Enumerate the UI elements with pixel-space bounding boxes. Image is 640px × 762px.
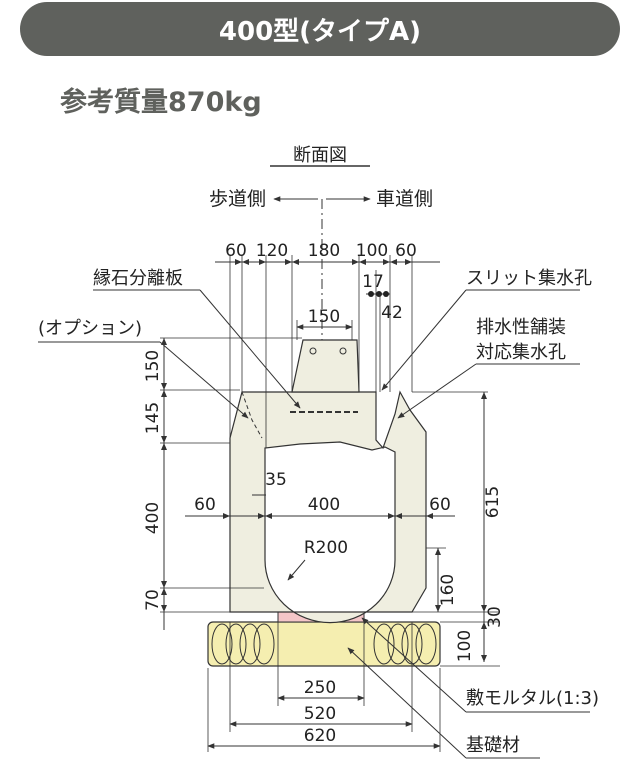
dim-250: 250	[304, 678, 336, 698]
arrow-615-bottom	[481, 605, 487, 612]
dim-top-100: 100	[356, 241, 388, 261]
sidewalk-label: 歩道側	[209, 188, 266, 210]
dim-35: 35	[265, 470, 287, 490]
dim-top-180: 180	[308, 241, 340, 261]
dim-top-60-right: 60	[395, 241, 417, 261]
section-title: 断面図	[293, 145, 347, 166]
drain-leader	[397, 363, 477, 419]
arrow-160-top	[435, 548, 441, 555]
optional-leader	[159, 341, 249, 419]
arrow-160-bottom	[435, 605, 441, 612]
left-dim-arrows	[161, 338, 167, 612]
dim-150-width: 150	[308, 307, 340, 327]
dim-v-70: 70	[143, 589, 163, 611]
base-leader	[347, 647, 467, 759]
dim-17: 17	[362, 272, 384, 292]
dim-620: 620	[304, 726, 336, 746]
label-drain-1: 排水性舗装	[476, 317, 566, 338]
dim-top-120: 120	[256, 241, 288, 261]
optional-chamfer	[241, 391, 263, 439]
mid-dim-arrows	[223, 513, 433, 519]
dim-h-400: 400	[308, 495, 340, 515]
extension-lines	[160, 255, 500, 752]
curb-hole-left	[309, 347, 317, 355]
roadway-label: 車道側	[376, 188, 433, 210]
slit-dot-3	[383, 291, 389, 297]
top-dim-arrows	[235, 259, 412, 265]
page-title: 400型(タイプA)	[218, 16, 422, 47]
arrow-100-top	[481, 622, 487, 629]
arrow-615-top	[481, 392, 487, 399]
dim-v-615: 615	[483, 486, 503, 518]
dim-42: 42	[381, 303, 403, 323]
dim-top-60-left: 60	[225, 241, 247, 261]
dim-h-60-right: 60	[429, 495, 451, 515]
curb-stone	[291, 339, 360, 393]
label-curb-plate: 縁石分離板	[93, 268, 183, 289]
label-optional: (オプション)	[38, 318, 142, 339]
dim-h-60-left: 60	[194, 495, 216, 515]
dim-520: 520	[304, 704, 336, 724]
dim-v-150: 150	[143, 350, 163, 382]
slit-dot-1	[368, 291, 374, 297]
dim-v-100: 100	[455, 630, 475, 662]
label-slit: スリット集水孔	[466, 268, 592, 289]
title-banner: 400型(タイプA)	[20, 2, 620, 56]
weight-label: 参考質量870kg	[60, 87, 262, 118]
arrow-100-bottom	[481, 655, 487, 662]
radius-leader	[287, 559, 306, 581]
dim-v-145: 145	[143, 402, 163, 434]
label-drain-2: 対応集水孔	[476, 342, 566, 363]
dim-v-160: 160	[438, 574, 458, 606]
slit-dot-2	[376, 291, 382, 297]
curb-hole-right	[339, 347, 347, 355]
label-base: 基礎材	[466, 735, 520, 756]
dim-v-30: 30	[485, 606, 505, 628]
slit-leader	[381, 289, 467, 391]
mortar-leader	[361, 617, 467, 713]
dim-v-400: 400	[143, 502, 163, 534]
curb-plate-leader	[199, 289, 301, 409]
label-mortar: 敷モルタル(1:3)	[466, 688, 599, 709]
radius-label: R200	[304, 538, 348, 558]
